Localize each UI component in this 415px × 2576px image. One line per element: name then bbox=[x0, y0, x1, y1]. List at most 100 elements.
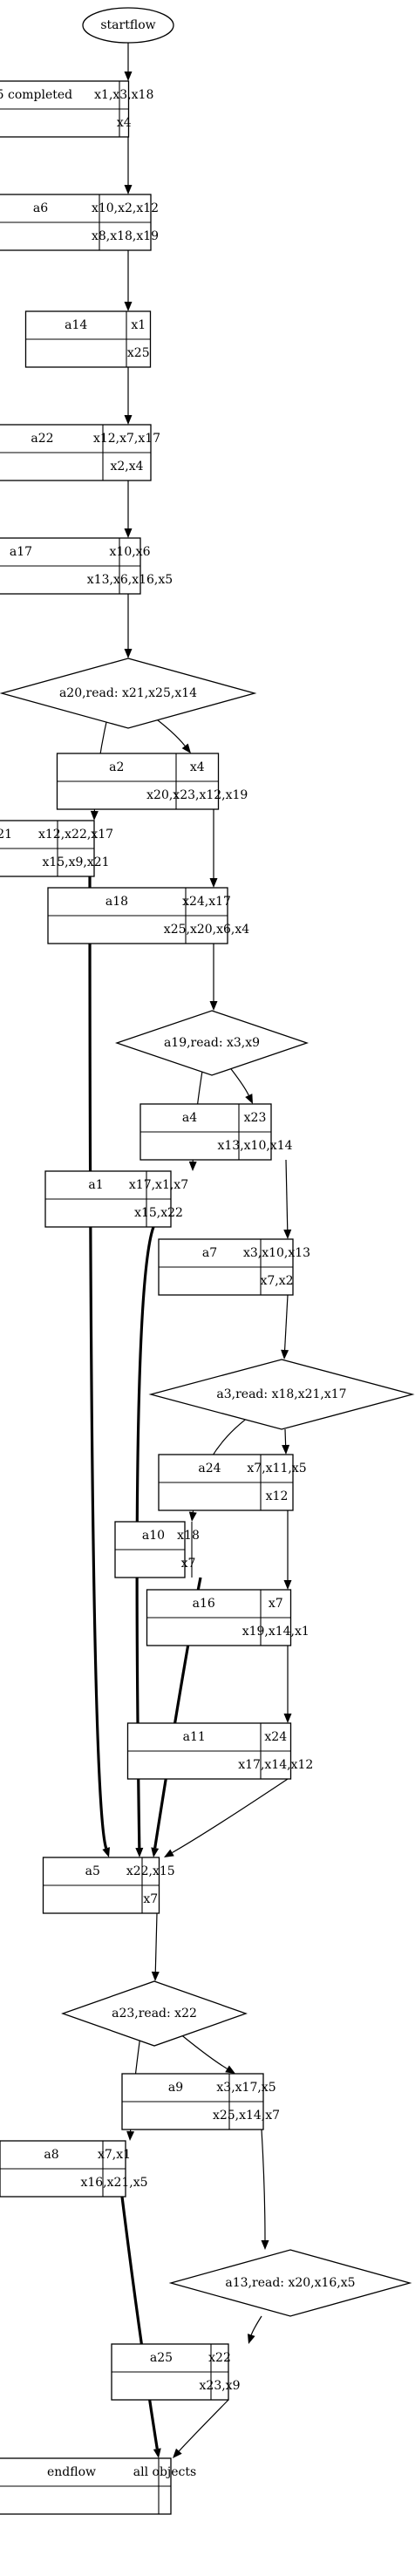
node-written-vars: x12,x22,x17 bbox=[38, 828, 113, 842]
decision-a20: a20,read: x21,x25,x14 bbox=[0, 658, 257, 729]
arrowhead bbox=[102, 1847, 110, 1857]
edge-a8-end bbox=[120, 2196, 159, 2450]
node-written-vars: x1,x3,x18 bbox=[94, 88, 153, 102]
node-written-vars: x7,x1 bbox=[98, 2148, 131, 2162]
node-written-vars: x4 bbox=[190, 760, 205, 774]
arrowhead bbox=[283, 1229, 292, 1239]
node-read-vars: x7 bbox=[143, 1892, 158, 1906]
node-written-vars: x24,x17 bbox=[182, 895, 231, 909]
arrowhead bbox=[124, 528, 133, 538]
start-label: startflow bbox=[100, 18, 155, 32]
node-name: a21 bbox=[0, 828, 12, 842]
node-written-vars: x7 bbox=[269, 1597, 283, 1611]
node-name: a5 bbox=[85, 1864, 100, 1878]
edge-a13-a25 bbox=[250, 2315, 262, 2335]
node-read-vars: x13,x10,x14 bbox=[217, 1139, 292, 1153]
node-a8: a8 x7,x1 x16,x21,x5 bbox=[0, 2140, 148, 2198]
decision-label: a13,read: x20,x16,x5 bbox=[225, 2276, 355, 2290]
arrowhead bbox=[124, 415, 133, 425]
node-read-vars: x19,x14,x1 bbox=[242, 1625, 310, 1639]
node-written-vars: x23 bbox=[244, 1111, 267, 1125]
node-name: a2 bbox=[109, 760, 124, 774]
node-written-vars: x17,x1,x7 bbox=[129, 1178, 188, 1192]
node-name: a6 bbox=[33, 201, 48, 215]
decision-a3: a3,read: x18,x21,x17 bbox=[148, 1359, 415, 1430]
arrowhead bbox=[225, 2065, 235, 2074]
node-read-vars: x20,x23,x12,x19 bbox=[146, 788, 248, 802]
start-node: startflow bbox=[82, 7, 174, 44]
node-name: a1 bbox=[88, 1178, 103, 1192]
node-a4: a4 x23 x13,x10,x14 bbox=[139, 1103, 293, 1161]
node-read-vars: x4 bbox=[117, 116, 132, 130]
node-name: a24 bbox=[198, 1462, 221, 1475]
edge-a11-a5 bbox=[172, 1778, 289, 1854]
decision-a13: a13,read: x20,x16,x5 bbox=[168, 2249, 412, 2317]
decision-diamond bbox=[168, 2249, 412, 2317]
arrowhead bbox=[283, 1714, 292, 1723]
arrowhead bbox=[209, 878, 218, 888]
arrowhead bbox=[188, 1161, 197, 1171]
node-name: a8 bbox=[44, 2148, 58, 2162]
arrowhead bbox=[281, 1349, 289, 1360]
node-read-vars: x17,x14,x12 bbox=[238, 1758, 313, 1772]
node-read-vars: x7 bbox=[181, 1557, 196, 1571]
arrowhead bbox=[247, 2334, 255, 2344]
decision-diamond bbox=[0, 658, 257, 729]
node-read-vars: x7,x2 bbox=[260, 1274, 293, 1288]
start-ellipse bbox=[82, 7, 174, 44]
nodes-layer: startflowa15 completedx1,x3,x18x4a6x10,x… bbox=[0, 7, 415, 2515]
arrowhead bbox=[90, 810, 99, 821]
decision-diamond bbox=[61, 1980, 248, 2047]
node-read-vars: x2,x4 bbox=[110, 460, 143, 474]
decision-label: a19,read: x3,x9 bbox=[164, 1036, 260, 1050]
node-written-vars: x24 bbox=[264, 1730, 287, 1744]
edge-a1-a5 bbox=[135, 1226, 155, 1849]
arrowhead bbox=[173, 2448, 182, 2458]
node-name: a22 bbox=[31, 432, 53, 446]
node-a1: a1 x17,x1,x7 x15,x22 bbox=[44, 1170, 188, 1228]
node-name: a9 bbox=[168, 2081, 183, 2095]
arrowhead bbox=[124, 185, 133, 194]
node-read-vars: x25 bbox=[127, 346, 150, 360]
arrowhead bbox=[151, 1847, 160, 1857]
node-name: a14 bbox=[65, 318, 87, 332]
node-read-vars: x23,x9 bbox=[200, 2379, 241, 2393]
node-name: a7 bbox=[202, 1246, 217, 1260]
arrowhead bbox=[209, 1001, 218, 1011]
node-read-vars: x13,x6,x16,x5 bbox=[87, 573, 173, 587]
decision-diamond bbox=[114, 1010, 310, 1076]
node-name: a4 bbox=[182, 1111, 197, 1125]
node-read-vars: x15,x22 bbox=[134, 1206, 183, 1220]
arrowhead bbox=[126, 2130, 135, 2141]
node-read-vars: x15,x9,x21 bbox=[42, 855, 109, 869]
arrowhead bbox=[283, 1580, 292, 1590]
edge-a4-a7 bbox=[285, 1159, 289, 1230]
arrowhead bbox=[181, 743, 191, 753]
edge-a21-a5 bbox=[88, 876, 108, 1849]
arrowhead bbox=[164, 1849, 174, 1857]
node-a21: a21 x12,x22,x17 x15,x9,x21 bbox=[0, 820, 113, 877]
node-read-vars: x16,x21,x5 bbox=[80, 2176, 147, 2190]
node-name: a18 bbox=[105, 895, 128, 909]
edge-a7-a3 bbox=[283, 1294, 289, 1351]
arrowhead bbox=[151, 1971, 160, 1981]
node-a11: a11 x24 x17,x14,x12 bbox=[126, 1722, 313, 1780]
node-name: a25 bbox=[150, 2351, 173, 2365]
node-name: a11 bbox=[183, 1730, 206, 1744]
edge-a19-a4 bbox=[228, 1065, 249, 1096]
arrowhead bbox=[124, 302, 133, 311]
node-read-vars: x25,x14,x7 bbox=[213, 2109, 280, 2123]
